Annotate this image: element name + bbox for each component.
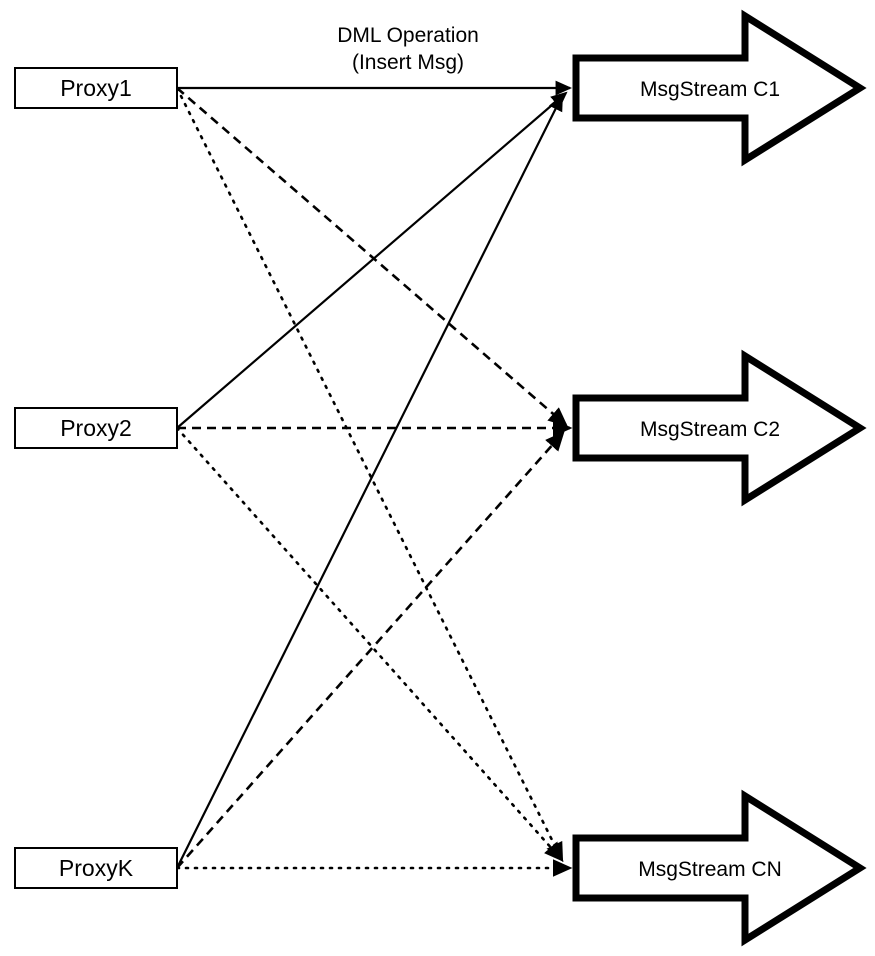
edge-proxy2-to-cn[interactable] (175, 426, 564, 862)
proxy2-label: Proxy2 (60, 415, 132, 441)
edge-caption-line-2: (Insert Msg) (352, 51, 464, 74)
msgstream-c2-arrow-shape[interactable] (572, 349, 867, 507)
node-msgstream-cn[interactable]: MsgStream CN (572, 789, 867, 947)
edge-proxy1-to-cn[interactable] (175, 86, 564, 863)
msgstream-c1-label: MsgStream C1 (640, 78, 780, 101)
edge-proxyk-to-c1[interactable] (176, 94, 563, 869)
node-proxyk[interactable]: ProxyK (14, 847, 178, 889)
edge-group-proxy2 (175, 91, 573, 862)
proxyk-label: ProxyK (59, 855, 134, 881)
proxy1-label: Proxy1 (60, 75, 132, 101)
edge-group-proxyk (175, 94, 573, 877)
proxy2-box[interactable] (14, 407, 178, 449)
node-msgstream-c2[interactable]: MsgStream C2 (572, 349, 867, 507)
proxy1-box[interactable] (14, 67, 178, 109)
node-msgstream-c1[interactable]: MsgStream C1 (572, 9, 867, 167)
edge-group-proxy1 (175, 80, 573, 863)
edge-proxy2-to-c1[interactable] (176, 91, 568, 429)
msgstream-c1-arrow-shape[interactable] (572, 9, 867, 167)
proxyk-box[interactable] (14, 847, 178, 889)
edge-proxyk-to-c2[interactable] (176, 431, 565, 869)
edge-caption: DML Operation (Insert Msg) (337, 24, 479, 74)
edge-caption-line-1: DML Operation (337, 24, 479, 47)
msgstream-cn-arrow-shape[interactable] (572, 789, 867, 947)
msgstream-c2-label: MsgStream C2 (640, 418, 780, 441)
node-proxy2[interactable]: Proxy2 (14, 407, 178, 449)
node-proxy1[interactable]: Proxy1 (14, 67, 178, 109)
msgstream-cn-label: MsgStream CN (638, 858, 782, 881)
edge-proxy1-to-c2[interactable] (176, 87, 568, 427)
